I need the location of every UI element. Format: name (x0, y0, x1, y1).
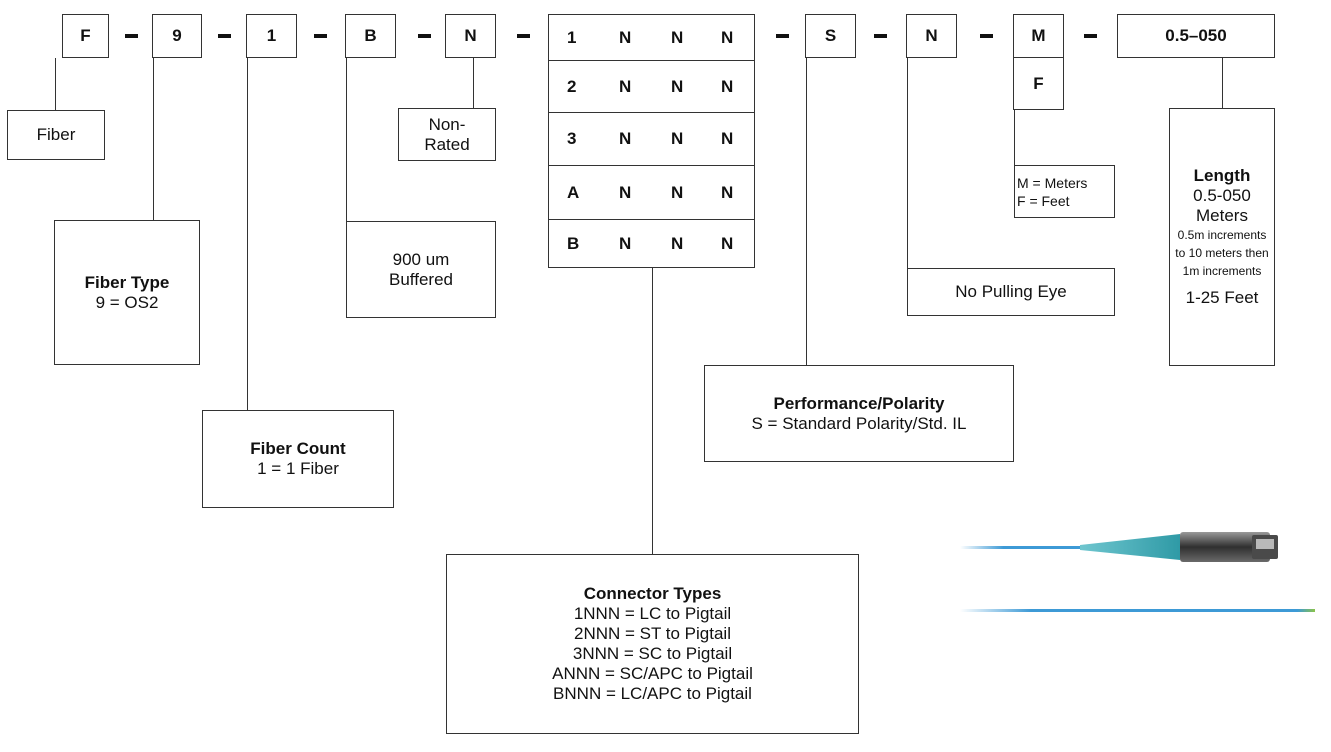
label-units: M = Meters F = Feet (1014, 165, 1115, 218)
separator-dash (314, 34, 327, 38)
separator-dash (980, 34, 993, 38)
code-performance: S (805, 14, 856, 58)
label-pulling-eye: No Pulling Eye (907, 268, 1115, 316)
code-rated: N (445, 14, 496, 58)
code-unit-meters: M (1013, 14, 1064, 58)
leader-line (652, 268, 653, 554)
label-connector-types: Connector Types 1NNN = LC to Pigtail 2NN… (446, 554, 859, 734)
connector-row: 3 N N N (549, 112, 754, 165)
leader-line (346, 58, 347, 221)
label-buffered: 900 um Buffered (346, 221, 496, 318)
leader-line (247, 58, 248, 410)
label-performance-polarity: Performance/Polarity S = Standard Polari… (704, 365, 1014, 462)
code-fiber-type: 9 (152, 14, 202, 58)
leader-line (907, 58, 908, 268)
connector-code-grid: 1 N N N 2 N N N 3 N N N A N N N B N N N (548, 14, 755, 268)
code-fiber-count: 1 (246, 14, 297, 58)
connector-row: B N N N (549, 219, 754, 268)
code-unit-feet: F (1013, 57, 1064, 110)
label-length: Length 0.5-050 Meters 0.5m increments to… (1169, 108, 1275, 366)
leader-line (473, 58, 474, 108)
separator-dash (517, 34, 530, 38)
code-length: 0.5–050 (1117, 14, 1275, 58)
leader-line (1014, 110, 1015, 165)
code-fiber: F (62, 14, 109, 58)
label-fiber-type: Fiber Type 9 = OS2 (54, 220, 200, 365)
leader-line (153, 58, 154, 220)
lc-pigtail-connector-image (960, 532, 1278, 562)
connector-row: 1 N N N (567, 27, 734, 47)
connector-row: A N N N (549, 165, 754, 219)
leader-line (806, 58, 807, 365)
connector-row: 2 N N N (549, 60, 754, 112)
bare-fiber-pigtail-image (960, 609, 1315, 612)
separator-dash (418, 34, 431, 38)
separator-dash (776, 34, 789, 38)
separator-dash (125, 34, 138, 38)
label-rated: Non- Rated (398, 108, 496, 161)
code-buffered: B (345, 14, 396, 58)
label-fiber: Fiber (7, 110, 105, 160)
separator-dash (218, 34, 231, 38)
code-pulling-eye: N (906, 14, 957, 58)
leader-line (55, 58, 56, 110)
leader-line (1222, 58, 1223, 108)
label-fiber-count: Fiber Count 1 = 1 Fiber (202, 410, 394, 508)
separator-dash (1084, 34, 1097, 38)
separator-dash (874, 34, 887, 38)
